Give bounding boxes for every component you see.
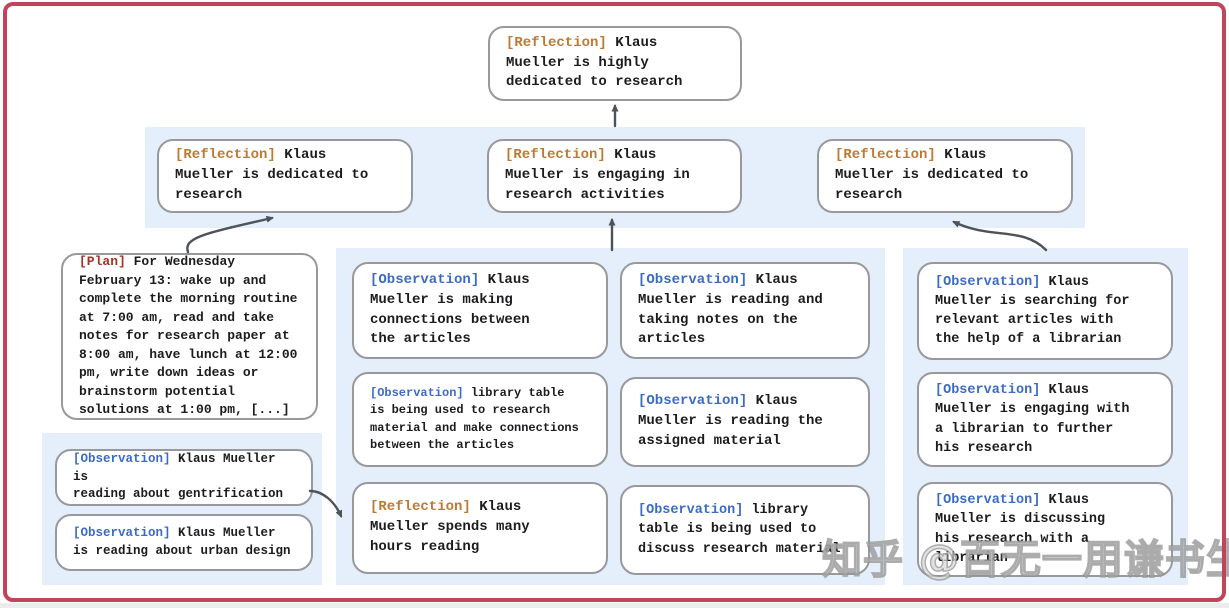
node-reflection-middle: [Reflection] Klaus Mueller is engaging i… <box>487 139 742 213</box>
node-text: [Observation] Klaus Mueller is engaging … <box>935 383 1130 456</box>
node-text: [Observation] Klaus Mueller is reading t… <box>638 393 823 449</box>
node-observation-searching-articles: [Observation] Klaus Mueller is searching… <box>917 262 1173 360</box>
observation-tag: [Observation] <box>370 271 480 288</box>
reflection-tag: [Reflection] <box>370 499 471 516</box>
node-text: [Observation] library table is being use… <box>638 503 841 557</box>
node-text: [Observation] Klaus Mueller is reading a… <box>73 525 291 558</box>
node-observation-library-discuss: [Observation] library table is being use… <box>620 485 870 575</box>
node-text: [Reflection] Klaus Mueller is dedicated … <box>175 147 369 203</box>
node-reflection-left: [Reflection] Klaus Mueller is dedicated … <box>157 139 413 213</box>
observation-tag: [Observation] <box>638 271 748 288</box>
observation-tag: [Observation] <box>73 451 171 466</box>
node-reflection-right: [Reflection] Klaus Mueller is dedicated … <box>817 139 1073 213</box>
node-observation-discussing-librarian: [Observation] Klaus Mueller is discussin… <box>917 482 1173 577</box>
observation-tag: [Observation] <box>638 393 748 410</box>
node-observation-assigned-material: [Observation] Klaus Mueller is reading t… <box>620 377 870 467</box>
node-text: [Observation] Klaus Mueller is searching… <box>935 274 1130 348</box>
observation-tag: [Observation] <box>935 383 1041 399</box>
reflection-tag: [Reflection] <box>505 147 606 164</box>
observation-tag: [Observation] <box>935 493 1041 509</box>
node-observation-gentrification: [Observation] Klaus Mueller is reading a… <box>55 449 313 506</box>
reflection-tag: [Reflection] <box>175 147 276 164</box>
observation-tag: [Observation] <box>370 386 464 401</box>
node-text: [Observation] Klaus Mueller is discussin… <box>935 493 1106 566</box>
node-text: [Reflection] Klaus Mueller is engaging i… <box>505 147 690 203</box>
node-observation-library-research: [Observation] library table is being use… <box>352 372 608 467</box>
observation-tag: [Observation] <box>638 503 744 519</box>
reflection-tag: [Reflection] <box>835 147 936 164</box>
node-text: [Observation] library table is being use… <box>370 386 579 452</box>
node-plan: [Plan] For Wednesday February 13: wake u… <box>61 253 318 420</box>
node-text: [Reflection] Klaus Mueller is dedicated … <box>835 147 1029 203</box>
node-root-reflection: [Reflection] Klaus Mueller is highly ded… <box>488 26 742 101</box>
node-observation-engaging-librarian: [Observation] Klaus Mueller is engaging … <box>917 372 1173 467</box>
observation-tag: [Observation] <box>73 525 171 540</box>
node-text: [Observation] Klaus Mueller is making co… <box>370 271 530 348</box>
node-observation-urban-design: [Observation] Klaus Mueller is reading a… <box>55 514 313 571</box>
node-reflection-hours-reading: [Reflection] Klaus Mueller spends many h… <box>352 482 608 574</box>
node-text: [Reflection] Klaus Mueller is highly ded… <box>506 34 683 91</box>
bottom-strip <box>0 603 1229 608</box>
node-text: [Plan] For Wednesday February 13: wake u… <box>79 254 298 418</box>
plan-tag: [Plan] <box>79 254 126 270</box>
zhihu-watermark: 知乎 @百无一用谦书生 <box>821 536 1229 584</box>
node-observation-connections: [Observation] Klaus Mueller is making co… <box>352 262 608 359</box>
node-observation-taking-notes: [Observation] Klaus Mueller is reading a… <box>620 262 870 359</box>
observation-tag: [Observation] <box>935 274 1041 290</box>
node-text: [Observation] Klaus Mueller is reading a… <box>638 271 823 348</box>
node-text: [Reflection] Klaus Mueller spends many h… <box>370 499 530 555</box>
node-text: [Observation] Klaus Mueller is reading a… <box>73 451 284 502</box>
reflection-tag: [Reflection] <box>506 34 607 51</box>
